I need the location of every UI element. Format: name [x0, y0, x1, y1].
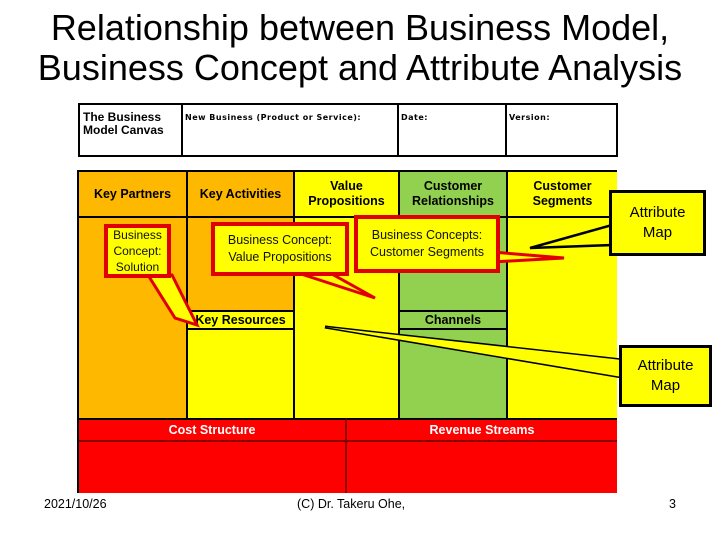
vp-line2: Propositions — [308, 194, 385, 208]
footer-page-number: 3 — [669, 497, 676, 511]
callout-cs-line2: Customer Segments — [370, 245, 484, 259]
block-key-activities: Key Activities Key Resources — [188, 172, 295, 418]
slide-title-line2: Business Concept and Attribute Analysis — [37, 47, 683, 88]
business-model-canvas: Key Partners Key Activities Key Resource… — [77, 170, 617, 493]
footer-copyright: (C) Dr. Takeru Ohe, — [297, 497, 406, 511]
revenue-streams-heading: Revenue Streams — [347, 420, 617, 442]
canvas-header: The Business Model Canvas New Business (… — [78, 103, 618, 157]
slide-title-line1: Relationship between Business Model, — [50, 7, 670, 48]
block-key-partners: Key Partners — [79, 172, 188, 418]
new-business-field: New Business (Product or Service): — [183, 105, 399, 155]
block-cost-structure: Cost Structure — [79, 418, 347, 493]
footer-date: 2021/10/26 — [44, 497, 107, 511]
callout-solution-line3: Solution — [115, 260, 160, 274]
callout-solution-line1: Business — [113, 228, 162, 242]
callout-solution-line2: Concept: — [113, 244, 162, 258]
canvas-name-line1: The Business — [83, 110, 162, 124]
channels-heading: Channels — [400, 310, 506, 330]
canvas-name: The Business Model Canvas — [80, 105, 183, 155]
date-field: Date: — [399, 105, 507, 155]
block-customer-relationships: Customer Relationships Channels — [400, 172, 508, 418]
customer-segments-heading: Customer Segments — [508, 172, 617, 218]
vp-line1: Value — [330, 179, 363, 193]
cr-line1: Customer — [423, 179, 483, 193]
callout-business-concepts-customer-segments: Business Concepts: Customer Segments — [354, 215, 500, 273]
callout-business-concept-value-propositions: Business Concept: Value Propositions — [211, 222, 349, 276]
value-propositions-heading: Value Propositions — [295, 172, 398, 218]
customer-relationships-heading: Customer Relationships — [400, 172, 506, 218]
version-field: Version: — [509, 113, 551, 122]
attribute-map-callout-top: Attribute Map — [609, 190, 706, 256]
slide-title: Relationship between Business Model, Bus… — [0, 8, 720, 88]
callout-vp-line2: Value Propositions — [228, 250, 332, 264]
callout-cs-line1: Business Concepts: — [371, 228, 483, 242]
canvas-name-line2: Model Canvas — [83, 123, 164, 137]
attribute-map-bottom-line1: Attribute — [637, 357, 694, 374]
key-resources-heading: Key Resources — [188, 310, 293, 330]
attribute-map-callout-bottom: Attribute Map — [619, 345, 712, 407]
cs-line2: Segments — [532, 194, 593, 208]
callout-vp-line1: Business Concept: — [227, 233, 333, 247]
key-partners-heading: Key Partners — [79, 172, 186, 218]
cost-structure-heading: Cost Structure — [79, 420, 345, 442]
cs-line1: Customer — [533, 179, 592, 193]
callout-business-concept-solution: Business Concept: Solution — [104, 224, 171, 278]
block-customer-segments: Customer Segments — [508, 172, 617, 418]
block-revenue-streams: Revenue Streams — [347, 418, 617, 493]
block-value-propositions: Value Propositions — [295, 172, 400, 418]
attribute-map-top-line2: Map — [642, 224, 673, 241]
cr-line2: Relationships — [412, 194, 494, 208]
attribute-map-top-line1: Attribute — [629, 204, 686, 221]
key-activities-heading: Key Activities — [188, 172, 293, 218]
attribute-map-bottom-line2: Map — [650, 377, 681, 394]
